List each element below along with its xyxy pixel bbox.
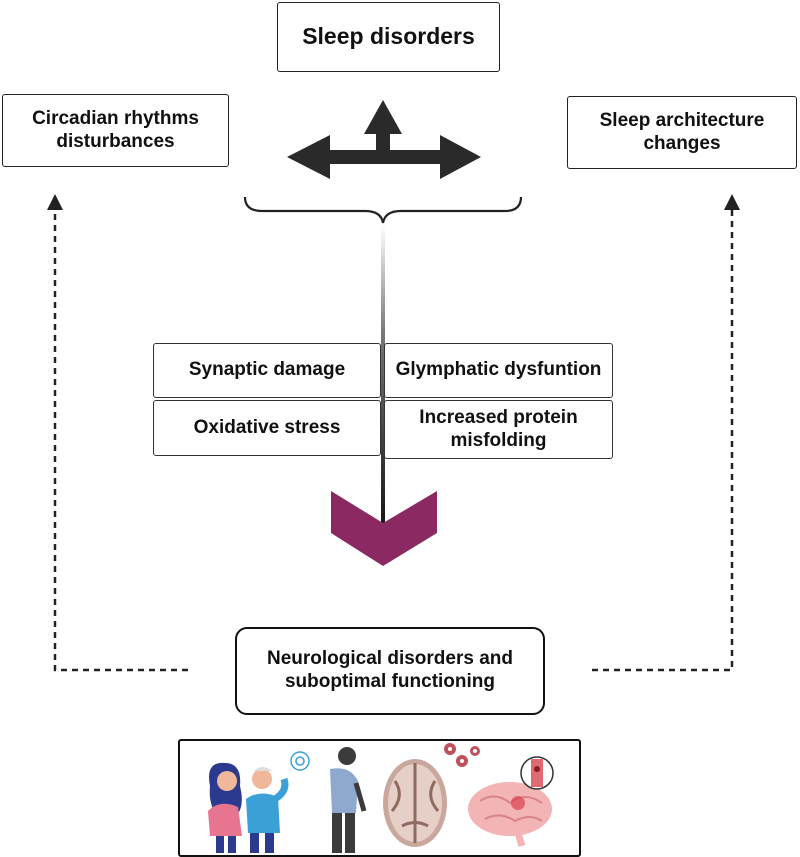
left-dashed-arrowhead <box>47 194 63 210</box>
left-dashed-connector <box>53 210 188 672</box>
three-way-arrow-icon <box>287 100 481 179</box>
mechanism-glymphatic: Glymphatic dysfuntion <box>384 343 613 398</box>
mechanism-label: Synaptic damage <box>188 359 346 381</box>
mechanism-protein: Increased protein misfolding <box>384 400 613 459</box>
sleep-disorders-node: Sleep disorders <box>277 2 500 72</box>
right-dashed-connector <box>592 210 734 672</box>
people-talking-icon <box>208 751 310 853</box>
sleep-disorders-label: Sleep disorders <box>302 23 475 50</box>
mechanism-oxidative: Oxidative stress <box>153 400 381 456</box>
right-dashed-arrowhead <box>724 194 740 210</box>
mechanism-label: Increased protein misfolding <box>419 406 578 451</box>
mechanism-label: Glymphatic dysfuntion <box>395 359 602 381</box>
vertical-connector-line <box>381 225 385 535</box>
circadian-node: Circadian rhythms disturbances <box>2 94 229 167</box>
elderly-person-icon <box>330 747 367 853</box>
blood-vessel-icon <box>520 756 554 790</box>
circadian-label: Circadian rhythms disturbances <box>32 107 199 152</box>
outcome-label: Neurological disorders and suboptimal fu… <box>267 648 513 692</box>
brain-scan-icon <box>383 759 447 847</box>
curly-brace <box>243 196 523 224</box>
down-chevron-icon <box>331 491 437 566</box>
mechanism-synaptic: Synaptic damage <box>153 343 381 398</box>
brain-icon <box>468 782 552 848</box>
sleep-architecture-node: Sleep architecture changes <box>567 96 797 169</box>
virus-cells-icon <box>444 743 480 767</box>
sleep-architecture-label: Sleep architecture changes <box>599 109 765 154</box>
mechanism-label: Oxidative stress <box>193 416 341 438</box>
illustration-panel <box>178 739 581 857</box>
outcome-node: Neurological disorders and suboptimal fu… <box>235 627 545 715</box>
